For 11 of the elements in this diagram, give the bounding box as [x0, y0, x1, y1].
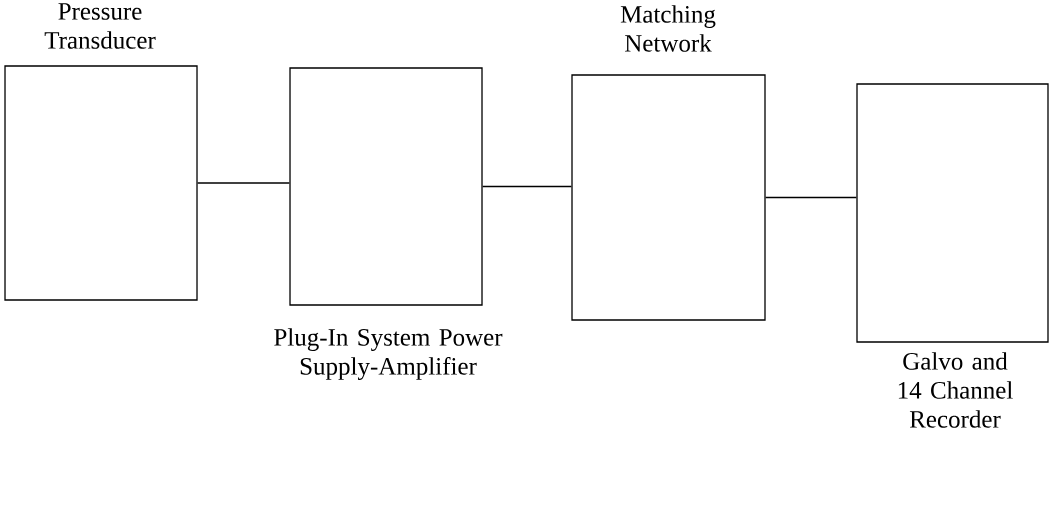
block-label: Matching Network	[620, 5, 716, 52]
block-label: Galvo and 14 Channel Recorder	[898, 352, 1013, 428]
connector-line	[197, 182, 290, 184]
block-box	[856, 83, 1049, 343]
connector-line	[765, 196, 857, 199]
block-box	[289, 67, 483, 306]
block-label: Plug-In System Power Supply-Amplifier	[274, 328, 503, 380]
block-box	[571, 74, 766, 321]
block-label: Pressure Transducer	[44, 3, 156, 49]
block-box	[4, 65, 198, 301]
connector-line	[482, 185, 572, 188]
